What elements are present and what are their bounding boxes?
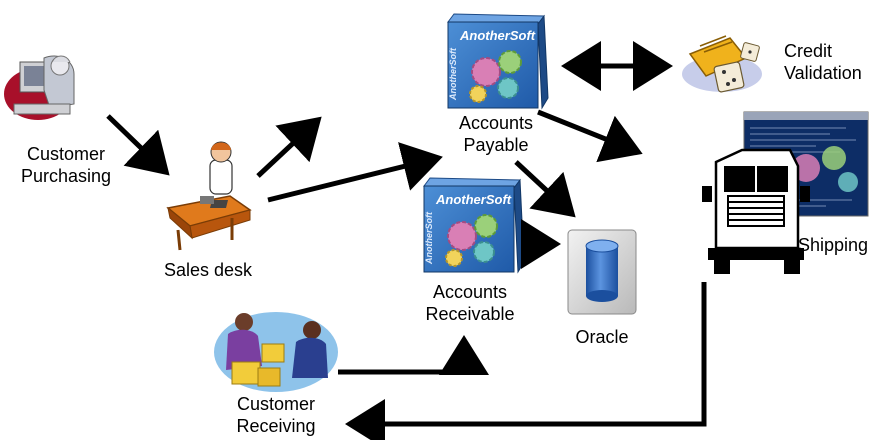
arrow-payable-to-oracle: [514, 160, 576, 218]
accounts-payable-brand-side: AnotherSoft: [448, 47, 458, 101]
arrow-payable-to-shipping: [537, 109, 643, 163]
customer-purchasing-label: Customer Purchasing: [4, 143, 128, 187]
oracle-database-icon: [567, 229, 637, 315]
accounts-payable-line1: Accounts: [458, 113, 534, 133]
accounts-payable-label: Accounts Payable: [436, 112, 556, 156]
arrow-sales-to-upper: [256, 116, 322, 178]
credit-validation-line2: Validation: [784, 63, 862, 83]
arrow-purchasing-to-sales: [106, 114, 170, 176]
credit-validation-line1: Credit: [784, 41, 833, 61]
accounts-receivable-label: Accounts Receivable: [408, 281, 532, 325]
customer-receiving-label: Customer Receiving: [214, 393, 338, 437]
customer-purchasing-line2: Purchasing: [20, 166, 112, 186]
accounts-receivable-box-icon: AnotherSoft AnotherSoft: [423, 177, 525, 274]
customer-receiving-icon: [214, 312, 338, 392]
accounts-receivable-brand-side: AnotherSoft: [424, 211, 434, 265]
accounts-receivable-line1: Accounts: [432, 282, 508, 302]
sales-desk-label: Sales desk: [163, 260, 253, 280]
accounts-payable-line2: Payable: [463, 135, 529, 155]
accounts-payable-brand: AnotherSoft: [459, 28, 536, 43]
arrow-receiving-to-receivable: [338, 335, 489, 375]
customer-receiving-line2: Receiving: [236, 416, 316, 436]
credit-validation-label: Credit Validation: [784, 40, 862, 84]
arrow-sales-to-payable: [267, 142, 443, 203]
accounts-payable-box-icon: AnotherSoft AnotherSoft: [447, 13, 549, 110]
customer-receiving-line1: Customer: [236, 394, 316, 414]
credit-validation-icon: [682, 35, 762, 93]
sales-desk-icon: [166, 141, 252, 251]
oracle-label: Oracle: [575, 327, 629, 347]
arrow-shipping-to-receiving: [345, 282, 707, 440]
customer-purchasing-icon: [4, 55, 75, 120]
shipping-label: Shipping: [798, 235, 869, 255]
accounts-receivable-line2: Receivable: [425, 304, 515, 324]
connector-arrows: [106, 41, 707, 440]
customer-purchasing-line1: Customer: [26, 144, 106, 164]
accounts-receivable-brand: AnotherSoft: [435, 192, 512, 207]
shipping-icon: [702, 111, 869, 274]
